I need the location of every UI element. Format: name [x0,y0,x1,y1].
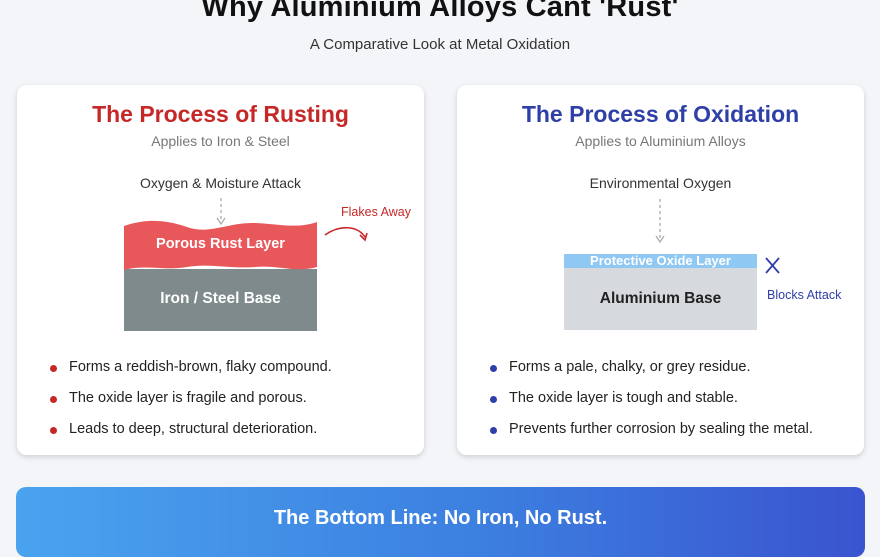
list-item: Leads to deep, structural deterioration. [49,421,332,452]
flakes-away-arrow [324,226,366,238]
oxidation-attack-arrowhead [655,235,665,244]
list-item: Forms a reddish-brown, flaky compound. [49,359,332,390]
list-item: The oxide layer is tough and stable. [489,390,813,421]
blocks-attack-label: Blocks Attack [767,288,842,302]
bullet-text: The oxide layer is fragile and porous. [69,390,307,406]
oxidation-diagram [564,199,780,330]
rust-layer-label: Porous Rust Layer [156,236,285,252]
bullet-dot-icon [490,427,497,434]
rust-layer-shape [124,220,317,270]
bottom-line-banner: The Bottom Line: No Iron, No Rust. [16,487,865,557]
oxidation-title: The Process of Oxidation [521,101,800,127]
blocks-attack-x-icon-stroke [765,257,780,274]
bullet-text: Forms a reddish-brown, flaky compound. [69,359,332,375]
aluminium-base-block [564,268,757,330]
bullet-dot-icon [50,365,57,372]
bullet-dot-icon [50,396,57,403]
page-title: Why Aluminium Alloys Cant 'Rust' [201,0,679,23]
iron-base-label: Iron / Steel Base [160,290,281,307]
rusting-diagram [124,198,368,331]
oxide-layer-label: Protective Oxide Layer [590,253,731,268]
rusting-title: The Process of Rusting [92,101,349,127]
oxidation-attack-label: Environmental Oxygen [589,175,732,191]
aluminium-base-label: Aluminium Base [599,290,722,307]
list-item: The oxide layer is fragile and porous. [49,390,332,421]
bullet-text: Forms a pale, chalky, or grey residue. [509,359,751,375]
flakes-away-label: Flakes Away [341,205,411,219]
bullet-dot-icon [490,396,497,403]
bullet-text: Prevents further corrosion by sealing th… [509,421,813,437]
oxidation-bullet-list: Forms a pale, chalky, or grey residue. T… [489,359,813,452]
list-item: Forms a pale, chalky, or grey residue. [489,359,813,390]
flakes-away-arrowhead [359,232,368,242]
rusting-card: The Process of Rusting Applies to Iron &… [17,85,424,455]
iron-base-block [124,269,317,331]
oxidation-subtitle: Applies to Aluminium Alloys [575,133,746,149]
oxide-layer-shape [564,254,757,268]
list-item: Prevents further corrosion by sealing th… [489,421,813,452]
bullet-text: Leads to deep, structural deterioration. [69,421,318,437]
rusting-attack-label: Oxygen & Moisture Attack [139,175,302,191]
page-subtitle: A Comparative Look at Metal Oxidation [309,36,571,53]
bullet-dot-icon [50,427,57,434]
bullet-text: The oxide layer is tough and stable. [509,390,738,406]
oxidation-card: The Process of Oxidation Applies to Alum… [457,85,864,455]
rusting-subtitle: Applies to Iron & Steel [151,133,290,149]
bullet-dot-icon [490,365,497,372]
rusting-bullet-list: Forms a reddish-brown, flaky compound. T… [49,359,332,452]
bottom-line-text: The Bottom Line: No Iron, No Rust. [273,507,608,529]
rusting-attack-arrowhead [216,217,226,226]
